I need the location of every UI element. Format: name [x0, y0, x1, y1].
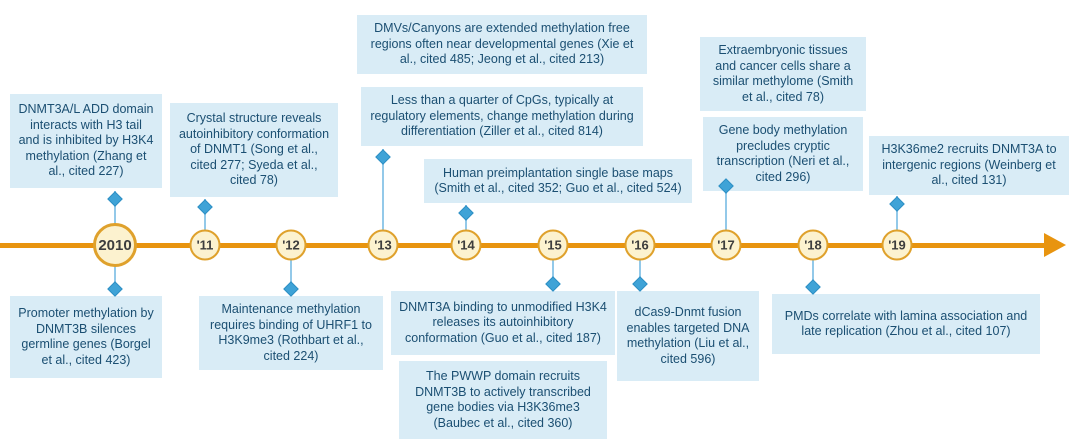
callout-text: Promoter methylation by DNMT3B silences …: [18, 306, 154, 367]
callout-below-16: dCas9-Dnmt fusion enables targeted DNA m…: [617, 291, 759, 381]
callout-text: DMVs/Canyons are extended methylation fr…: [370, 21, 634, 66]
callout-above-11: Crystal structure reveals autoinhibitory…: [170, 103, 338, 197]
callout-below-15-top: DNMT3A binding to unmodified H3K4 releas…: [391, 291, 615, 355]
timeline-node-14: '14: [450, 229, 482, 261]
connector-2010-below: [114, 247, 116, 296]
timeline-node-19: '19: [881, 229, 913, 261]
callout-text: PMDs correlate with lamina association a…: [784, 308, 1028, 339]
callout-above-14: Human preimplantation single base maps (…: [424, 159, 692, 203]
timeline-node-2010: 2010: [93, 223, 137, 267]
callout-text: The PWWP domain recruits DNMT3B to activ…: [415, 369, 591, 430]
timeline-node-18: '18: [797, 229, 829, 261]
connector-13-above: [382, 149, 384, 245]
diamond-marker-15-below: [545, 276, 561, 292]
callout-below-2010: Promoter methylation by DNMT3B silences …: [10, 296, 162, 378]
diamond-marker-12-below: [283, 281, 299, 297]
diamond-marker-19-above: [889, 196, 905, 212]
diamond-marker-13-above: [375, 149, 391, 165]
timeline-node-11: '11: [189, 229, 221, 261]
callout-below-15: The PWWP domain recruits DNMT3B to activ…: [399, 361, 607, 439]
diamond-marker-2010-above: [107, 191, 123, 207]
callout-text: DNMT3A/L ADD domain interacts with H3 ta…: [18, 102, 154, 179]
callout-above-19: H3K36me2 recruits DNMT3A to intergenic r…: [869, 136, 1069, 195]
connector-11-above: [204, 199, 206, 245]
callout-above-2010: DNMT3A/L ADD domain interacts with H3 ta…: [10, 94, 162, 188]
diamond-marker-18-below: [805, 279, 821, 295]
diamond-marker-2010-below: [107, 281, 123, 297]
connector-12-below: [290, 247, 292, 296]
callout-text: dCas9-Dnmt fusion enables targeted DNA m…: [626, 305, 750, 366]
callout-below-12: Maintenance methylation requires binding…: [199, 296, 383, 370]
timeline-node-12: '12: [275, 229, 307, 261]
callout-above-13-top: DMVs/Canyons are extended methylation fr…: [357, 15, 647, 74]
timeline-node-16: '16: [624, 229, 656, 261]
connector-15-below: [552, 247, 554, 291]
connector-16-below: [639, 247, 641, 291]
callout-text: Extraembryonic tissues and cancer cells …: [712, 43, 854, 104]
connector-2010-above: [114, 191, 116, 245]
callout-above-13: Less than a quarter of CpGs, typically a…: [361, 87, 643, 146]
callout-above-17: Gene body methylation precludes cryptic …: [703, 117, 863, 191]
arrow-right-icon: [1044, 233, 1066, 257]
callout-text: Human preimplantation single base maps (…: [434, 165, 682, 196]
diamond-marker-11-above: [197, 199, 213, 215]
connector-18-below: [812, 247, 814, 294]
diamond-marker-14-above: [458, 205, 474, 221]
connector-17-above: [725, 177, 727, 245]
callout-text: Gene body methylation precludes cryptic …: [716, 123, 850, 184]
callout-below-18: PMDs correlate with lamina association a…: [772, 294, 1040, 354]
connector-14-above: [465, 205, 467, 245]
timeline-node-13: '13: [367, 229, 399, 261]
timeline-node-17: '17: [710, 229, 742, 261]
callout-above-17-top: Extraembryonic tissues and cancer cells …: [700, 37, 866, 111]
timeline-node-15: '15: [537, 229, 569, 261]
callout-text: Maintenance methylation requires binding…: [210, 302, 372, 363]
callout-text: DNMT3A binding to unmodified H3K4 releas…: [399, 299, 607, 345]
diamond-marker-16-below: [632, 276, 648, 292]
callout-text: Crystal structure reveals autoinhibitory…: [178, 111, 330, 188]
callout-text: H3K36me2 recruits DNMT3A to intergenic r…: [881, 142, 1057, 187]
callout-text: Less than a quarter of CpGs, typically a…: [370, 93, 634, 138]
timeline-axis: [0, 243, 1046, 248]
connector-19-above: [896, 196, 898, 245]
